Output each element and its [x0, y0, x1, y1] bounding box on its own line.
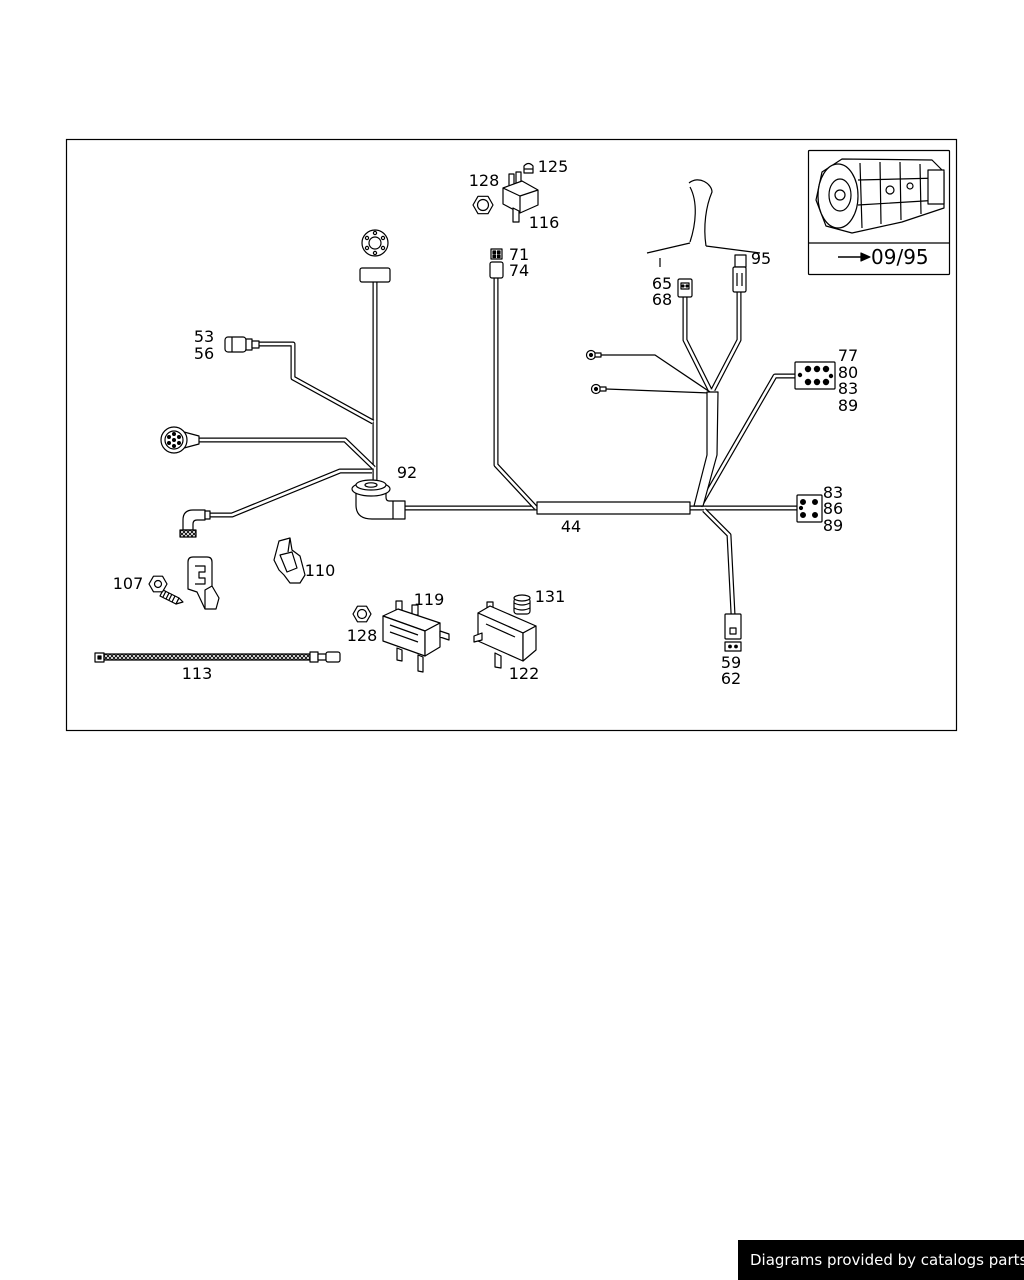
cable-95 [710, 292, 742, 392]
footer-credit: Diagrams provided by catalogs parts [738, 1240, 1024, 1280]
sensor-connector-53-56 [224, 336, 260, 353]
inset-date-label: 09/95 [871, 245, 929, 269]
clip-110 [273, 537, 306, 584]
callout-77: 77 [838, 346, 858, 365]
callout-131: 131 [535, 587, 566, 606]
callout-86: 86 [823, 499, 843, 518]
grommet-131 [513, 594, 531, 615]
wire-ring-terminal-upper [601, 354, 711, 393]
cable-53-56 [258, 341, 375, 425]
callout-71: 71 [509, 245, 529, 264]
inset-transmission-drawing [815, 158, 945, 234]
branch-sheath-right [693, 391, 719, 507]
connector-83-86-89 [796, 494, 823, 523]
callout-110: 110 [305, 561, 336, 580]
diagram-frame [65, 138, 958, 732]
callout-83-lower: 83 [823, 483, 843, 502]
relay-116 [502, 171, 539, 223]
ring-terminal-lower [590, 383, 607, 395]
callout-107: 107 [113, 574, 144, 593]
trunk-sheath-44 [536, 501, 691, 515]
callout-122: 122 [509, 664, 540, 683]
callout-116: 116 [529, 213, 560, 232]
callout-56: 56 [194, 344, 214, 363]
connector-block-119 [382, 600, 450, 673]
cable-round-9pin-core [198, 438, 375, 469]
cable-elbow-connector-core [210, 469, 372, 517]
connector-block-122 [473, 601, 537, 669]
callout-128-lower: 128 [347, 626, 378, 645]
callout-59: 59 [721, 653, 741, 672]
callout-89-lower: 89 [823, 516, 843, 535]
callout-68: 68 [652, 290, 672, 309]
callout-89-upper: 89 [838, 396, 858, 415]
sensor-cable-113 [94, 651, 341, 663]
bolt-107 [148, 575, 184, 605]
connector-71-74 [489, 248, 504, 279]
callout-53: 53 [194, 327, 214, 346]
cable-65-68-core [683, 297, 712, 391]
wire-ring-terminal-lower [605, 388, 711, 394]
callout-83-upper: 83 [838, 379, 858, 398]
bracket [187, 556, 220, 610]
cable-71-74-core [494, 278, 537, 509]
round-connector-9pin [160, 426, 200, 454]
callout-62: 62 [721, 669, 741, 688]
cable-elbow-connector [210, 468, 372, 518]
grommet-92 [351, 479, 406, 520]
cable-65-68 [682, 297, 713, 392]
callout-113: 113 [182, 664, 213, 683]
callout-44: 44 [561, 517, 581, 536]
round-connector-top [359, 229, 391, 283]
connector-77-80-83-89 [794, 361, 836, 390]
cable-59-62-core [703, 509, 735, 615]
connector-95 [732, 254, 747, 293]
callout-65: 65 [652, 274, 672, 293]
inset-arrow-icon [838, 252, 871, 262]
callout-128-upper: 128 [469, 171, 500, 190]
callout-74: 74 [509, 261, 529, 280]
cable-71-74 [493, 278, 538, 510]
nut-128-upper [472, 195, 494, 215]
cable-77-89-core [698, 374, 795, 507]
callout-80: 80 [838, 363, 858, 382]
harness-cables [198, 278, 797, 615]
cap-125 [523, 162, 534, 174]
ring-terminal-upper [585, 349, 602, 361]
callout-labels: 125 128 116 71 74 95 65 68 53 56 77 80 8… [113, 157, 858, 688]
connector-65-68 [677, 278, 693, 298]
cable-95-core [711, 292, 741, 391]
connector-59-62 [724, 613, 742, 652]
elbow-connector [179, 509, 211, 538]
callout-119: 119 [414, 590, 445, 609]
callout-125: 125 [538, 157, 569, 176]
nut-128-lower [352, 605, 372, 623]
callout-95: 95 [751, 249, 771, 268]
cable-53-56-core [258, 342, 374, 424]
selector-lever-outline [646, 179, 761, 267]
callout-92: 92 [397, 463, 417, 482]
